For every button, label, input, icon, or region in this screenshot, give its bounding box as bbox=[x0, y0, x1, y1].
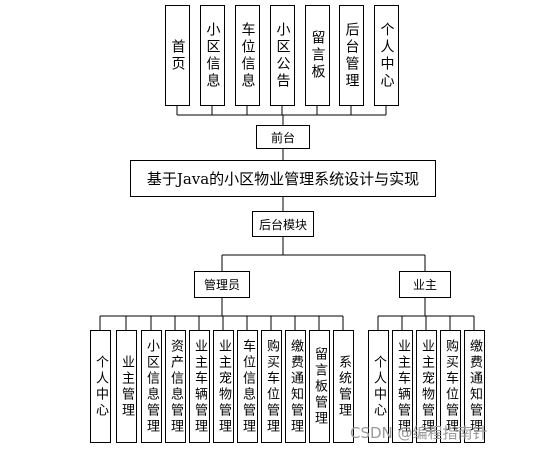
system-title-node: 基于Java的小区物业管理系统设计与实现 bbox=[130, 160, 436, 197]
owner-module-personal-center: 个人中心 bbox=[368, 330, 389, 443]
admin-module-message-board-mgmt: 留言板管理 bbox=[309, 330, 330, 443]
admin-module-payment-notice-mgmt: 缴费通知管理 bbox=[285, 330, 306, 443]
top-module-community-notice: 小区公告 bbox=[270, 5, 295, 106]
owner-module-owner-pet-mgmt: 业主宠物管理 bbox=[416, 330, 437, 443]
csdn-watermark: CSDN @编程指南针 bbox=[350, 424, 488, 442]
admin-node: 管理员 bbox=[194, 271, 250, 298]
owner-node: 业主 bbox=[399, 271, 451, 298]
backend-node: 后台模块 bbox=[252, 211, 314, 237]
admin-module-community-info-mgmt: 小区信息管理 bbox=[141, 330, 162, 443]
top-module-message-board: 留言板 bbox=[305, 5, 330, 106]
owner-module-parking-purchase-mgmt: 购买车位管理 bbox=[440, 330, 461, 443]
owner-module-payment-notice-mgmt: 缴费通知管理 bbox=[464, 330, 485, 443]
top-module-home: 首页 bbox=[165, 5, 190, 106]
admin-module-owner-pet-mgmt: 业主宠物管理 bbox=[213, 330, 234, 443]
admin-module-parking-info-mgmt: 车位信息管理 bbox=[237, 330, 258, 443]
admin-module-parking-purchase-mgmt: 购买车位管理 bbox=[261, 330, 282, 443]
top-module-personal-center: 个人中心 bbox=[374, 5, 399, 106]
admin-module-system-mgmt: 系统管理 bbox=[333, 330, 354, 443]
admin-module-owner-vehicle-mgmt: 业主车辆管理 bbox=[189, 330, 210, 443]
top-module-admin-panel: 后台管理 bbox=[339, 5, 364, 106]
admin-module-owner-mgmt: 业主管理 bbox=[116, 330, 137, 443]
top-module-parking-info: 车位信息 bbox=[235, 5, 260, 106]
frontend-node: 前台 bbox=[256, 125, 310, 149]
owner-module-owner-vehicle-mgmt: 业主车辆管理 bbox=[392, 330, 413, 443]
top-module-community-info: 小区信息 bbox=[200, 5, 225, 106]
admin-module-personal-center: 个人中心 bbox=[90, 330, 111, 443]
admin-module-asset-info-mgmt: 资产信息管理 bbox=[165, 330, 186, 443]
